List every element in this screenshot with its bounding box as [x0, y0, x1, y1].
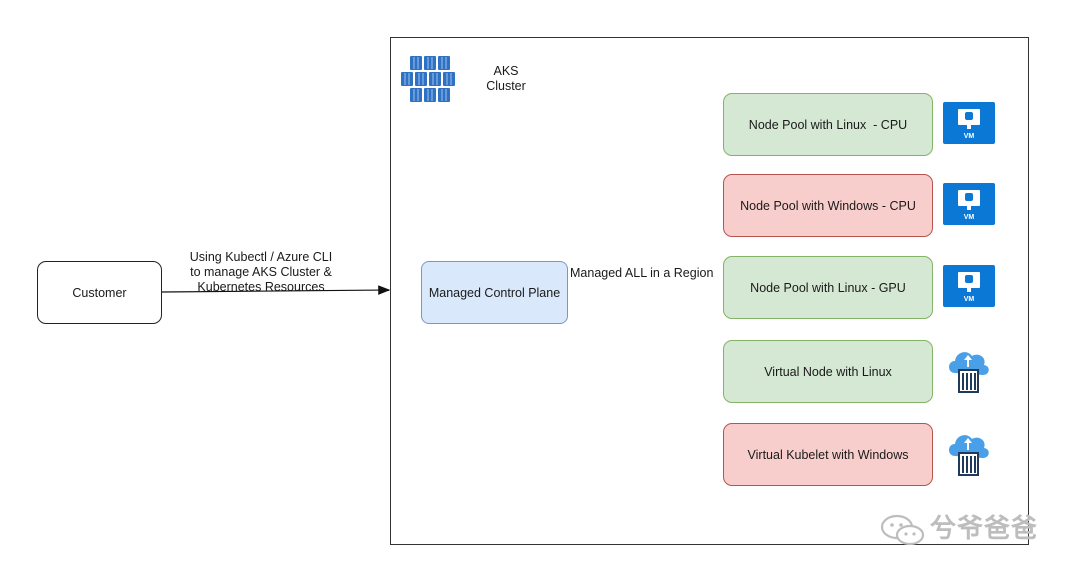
customer-box: Customer — [37, 261, 162, 324]
vm-icon: VM — [943, 102, 995, 144]
managed-control-plane-box: Managed Control Plane — [421, 261, 568, 324]
control-plane-label: Managed Control Plane — [428, 285, 561, 300]
region-arrow-label: Managed ALL in a Region — [570, 266, 714, 280]
customer-arrow-label-line-2: to manage AKS Cluster & — [190, 265, 332, 279]
node-pool-linux-cpu-label: Node Pool with Linux - CPU — [748, 117, 908, 132]
node-pool-windows-cpu-label: Node Pool with Windows - CPU — [740, 198, 916, 213]
container-cloud-icon — [949, 435, 989, 476]
node-pool-linux-gpu-label: Node Pool with Linux - GPU — [750, 280, 906, 295]
virtual-node-linux-label: Virtual Node with Linux — [764, 364, 892, 379]
virtual-kubelet-windows-label: Virtual Kubelet with Windows — [747, 447, 909, 462]
watermark-text: 兮爷爸爸 — [930, 514, 1039, 544]
aks-icon — [401, 56, 455, 102]
aks-cluster-title-line-2: Cluster — [486, 79, 526, 93]
node-pool-linux-cpu: Node Pool with Linux - CPU — [723, 93, 933, 156]
aks-cluster-title: AKS Cluster — [478, 64, 534, 94]
vm-icon-label: VM — [963, 133, 975, 140]
node-pool-windows-cpu: Node Pool with Windows - CPU — [723, 174, 933, 237]
wechat-logo-icon — [880, 514, 925, 546]
customer-label: Customer — [72, 285, 127, 300]
virtual-node-linux: Virtual Node with Linux — [723, 340, 933, 403]
container-cloud-icon — [949, 352, 989, 393]
vm-icon: VM — [943, 183, 995, 225]
customer-arrow-label-line-3: Kubernetes Resources — [197, 280, 325, 294]
customer-to-cluster-arrow — [161, 285, 391, 295]
vm-icon: VM — [943, 265, 995, 307]
customer-arrow-label-line-1: Using Kubectl / Azure CLI — [189, 250, 333, 264]
virtual-kubelet-windows: Virtual Kubelet with Windows — [723, 423, 933, 486]
node-pool-linux-gpu: Node Pool with Linux - GPU — [723, 256, 933, 319]
vm-icon-label: VM — [963, 214, 975, 221]
vm-icon-label: VM — [963, 296, 975, 303]
aks-cluster-title-line-1: AKS — [493, 64, 519, 78]
customer-arrow-label: Using Kubectl / Azure CLI to manage AKS … — [176, 250, 346, 295]
